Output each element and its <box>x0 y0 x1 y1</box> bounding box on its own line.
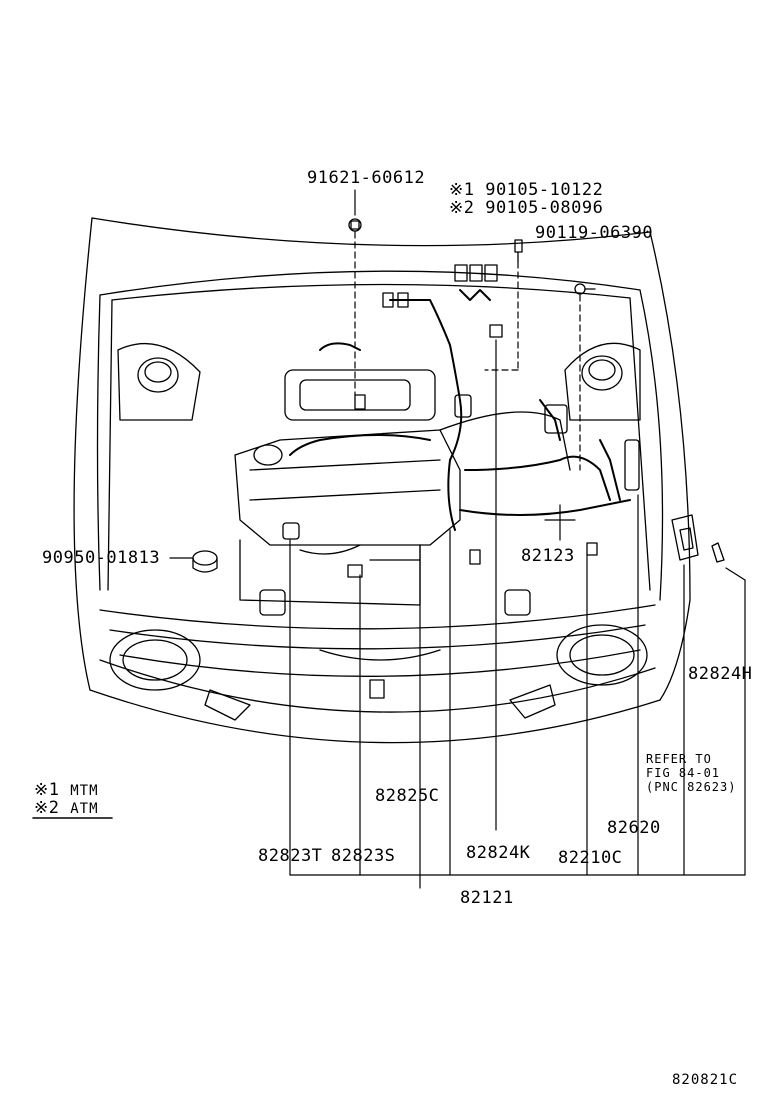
legend-mark-2: ※2 <box>34 798 60 818</box>
legend-atm: ※2 ATM <box>34 800 99 817</box>
callout-90105-08096: ※2 90105-08096 <box>449 198 604 218</box>
leader-lines <box>169 189 746 889</box>
engine-block <box>234 369 571 616</box>
callout-90119-06390: 90119-06390 <box>535 223 654 243</box>
refer-note-line2: FIG 84-01 <box>646 766 721 780</box>
callout-90950-01813: 90950-01813 <box>42 548 161 568</box>
callout-82823T: 82823T <box>258 846 323 866</box>
legend-text-atm: ATM <box>70 801 99 817</box>
callout-82620: 82620 <box>607 818 661 838</box>
callout-82824H: 82824H <box>688 664 753 684</box>
callout-91621-60612: 91621-60612 <box>307 168 426 188</box>
callout-82123: 82123 <box>521 546 575 566</box>
connectors <box>282 264 640 578</box>
callout-82824K: 82824K <box>466 843 531 863</box>
radiator-support <box>99 604 656 721</box>
refer-note-line3: (PNC 82623) <box>646 780 737 794</box>
callout-82823S: 82823S <box>331 846 396 866</box>
strut-tower-left <box>117 342 201 421</box>
callout-82121: 82121 <box>460 888 514 908</box>
wire-harness <box>289 289 631 531</box>
refer-note-line1: REFER TO <box>646 752 712 766</box>
callout-90105-10122: ※1 90105-10122 <box>449 180 604 200</box>
strut-tower-right <box>564 342 641 421</box>
legend-text-mtm: MTM <box>70 783 99 799</box>
callout-82825C: 82825C <box>375 786 440 806</box>
callout-82210C: 82210C <box>558 848 623 868</box>
diagram-code: 820821C <box>672 1072 739 1088</box>
legend-mtm: ※1 MTM <box>34 782 99 799</box>
vehicle-body-outline <box>73 217 691 744</box>
fastener-icons <box>192 218 725 573</box>
legend-mark-1: ※1 <box>34 780 60 800</box>
